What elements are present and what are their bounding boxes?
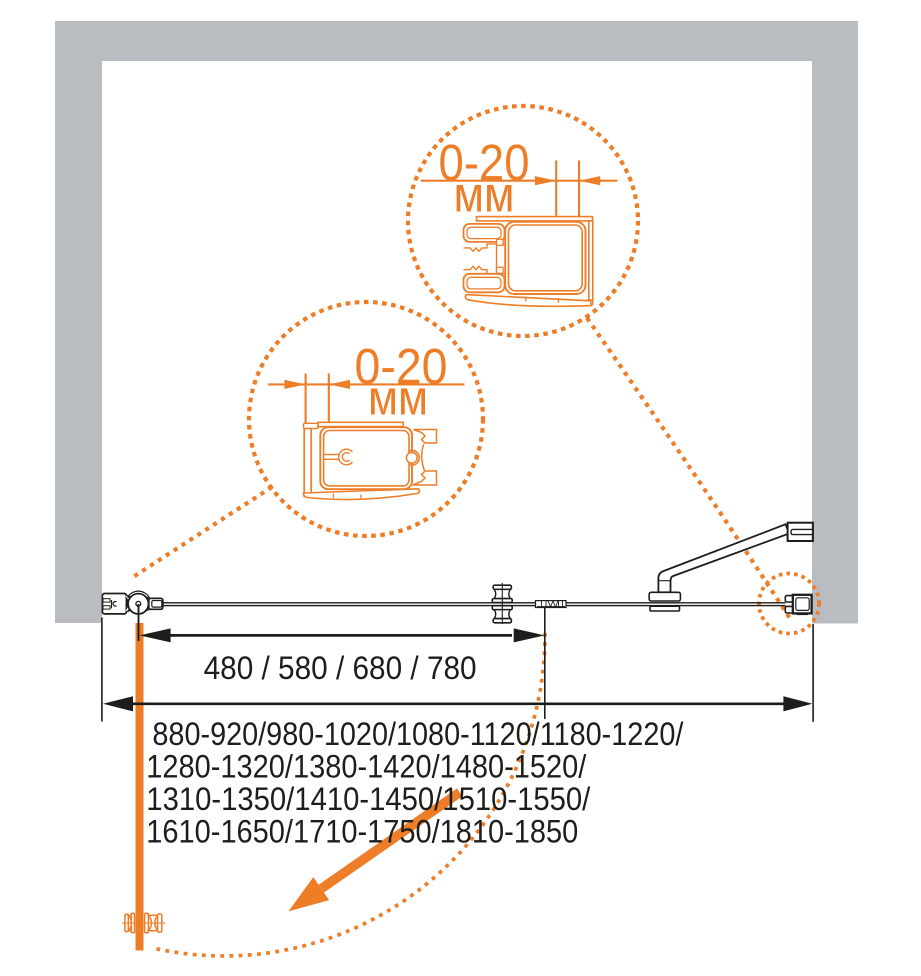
svg-text:1310-1350/1410-1450/1510-1550/: 1310-1350/1410-1450/1510-1550/ <box>146 781 590 817</box>
svg-text:1610-1650/1710-1750/1810-1850: 1610-1650/1710-1750/1810-1850 <box>146 814 578 850</box>
svg-text:мм: мм <box>368 372 428 426</box>
svg-text:480 / 580 / 680 / 780: 480 / 580 / 680 / 780 <box>204 650 477 686</box>
svg-text:880-920/980-1020/1080-1120/118: 880-920/980-1020/1080-1120/1180-1220/ <box>152 716 683 752</box>
svg-text:мм: мм <box>454 167 515 223</box>
svg-text:1280-1320/1380-1420/1480-1520/: 1280-1320/1380-1420/1480-1520/ <box>146 749 586 785</box>
